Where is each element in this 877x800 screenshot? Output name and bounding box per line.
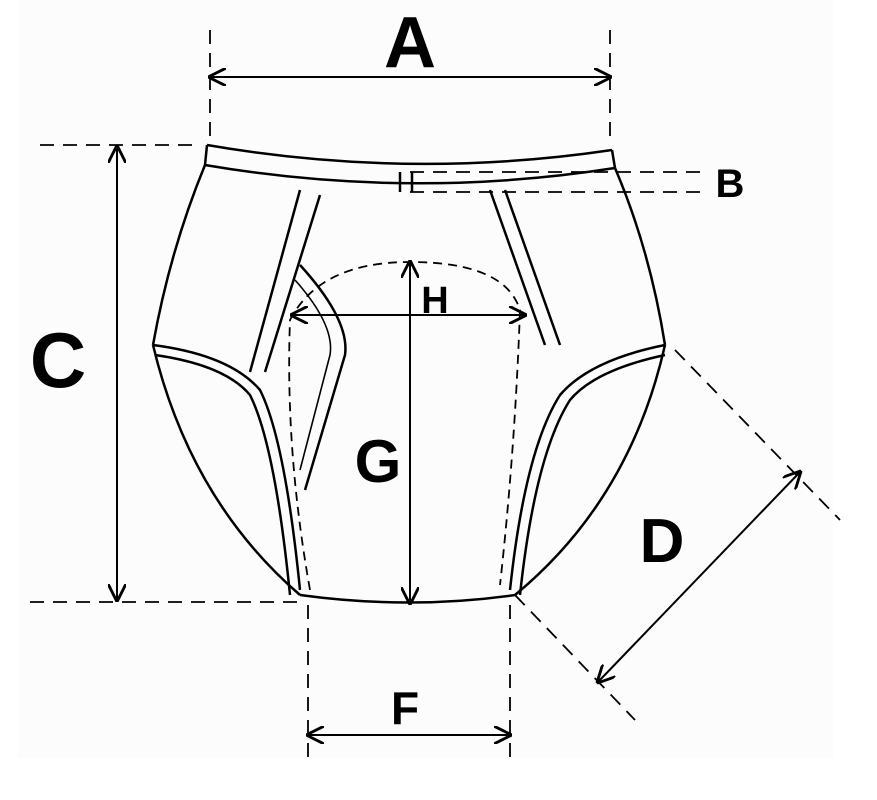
- background-panel: [18, 0, 833, 758]
- waistband-top: [206, 143, 613, 166]
- label-f: F: [391, 682, 419, 734]
- label-a: A: [384, 3, 436, 83]
- right-leg-opening: [508, 343, 666, 591]
- label-d: D: [640, 507, 685, 576]
- right-leg-binding: [518, 353, 666, 596]
- waistband-right: [610, 149, 617, 169]
- right-panel-seam: [488, 189, 562, 346]
- arrow-d: [598, 472, 800, 682]
- left-side: [151, 164, 207, 346]
- left-leg-opening: [152, 343, 302, 591]
- dimension-arrows: [117, 77, 800, 735]
- label-h: H: [421, 280, 448, 322]
- left-panel-seam: [248, 189, 322, 373]
- left-outer-leg: [151, 344, 301, 596]
- waistband-bottom: [204, 163, 616, 185]
- label-g: G: [355, 428, 402, 495]
- fly-curve-inner: [294, 279, 332, 471]
- waistband-left: [203, 144, 209, 166]
- right-side: [613, 167, 667, 346]
- label-c: C: [30, 316, 86, 404]
- label-b: B: [716, 162, 745, 206]
- waistband-label-tab: [398, 172, 414, 192]
- left-leg-binding: [154, 353, 292, 596]
